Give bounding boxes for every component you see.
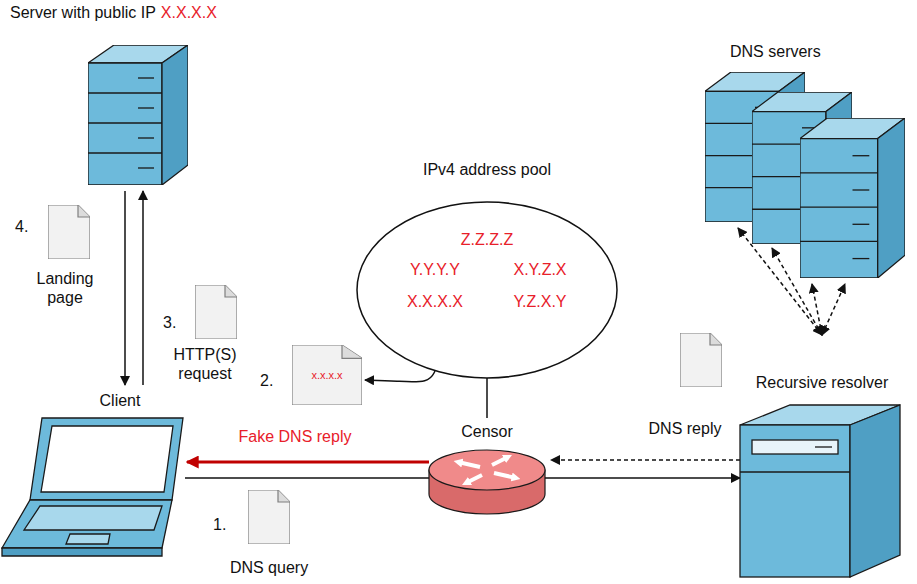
fake-reply-arrow [187, 461, 429, 464]
document-node: DNS reply [680, 333, 722, 387]
document-node: 1.DNS query [248, 490, 290, 544]
node-label: 3. [163, 313, 176, 332]
node-label: DNS reply [649, 419, 722, 438]
node-label: DNS query [230, 558, 308, 577]
document-icon [195, 285, 237, 339]
router-icon [429, 450, 545, 514]
resolver-node: Recursive resolver [740, 405, 900, 577]
node-label: Censor [461, 422, 513, 441]
node-label: Recursive resolver [756, 373, 888, 392]
flow-arrow [142, 191, 144, 385]
flow-arrow [486, 378, 488, 418]
laptop-icon [2, 418, 183, 556]
ip-address: Y.Z.X.Y [513, 292, 566, 311]
address-pool: IPv4 address poolZ.Z.Z.ZY.Y.Y.YX.Y.Z.XX.… [357, 202, 617, 378]
flow-arrow [124, 191, 126, 385]
censor-node: Censor [429, 448, 545, 514]
ip-address: X.X.X.X [161, 3, 217, 22]
document-icon [48, 205, 90, 259]
ip-address: Y.Y.Y.Y [410, 260, 460, 279]
node-label: HTTP(S) request [167, 345, 243, 383]
node-label: 4. [15, 217, 28, 236]
edge-label: Fake DNS reply [237, 427, 354, 446]
ip-address: x.x.x.x [311, 369, 342, 382]
address-pool-ellipse [357, 202, 617, 378]
server-icon [88, 45, 188, 185]
ip-address: X.X.X.X [407, 292, 463, 311]
document-icon [680, 333, 722, 387]
document-node: 3.HTTP(S) request [195, 285, 237, 339]
node-label: Landing page [25, 269, 105, 307]
node-label: Server with public IP [10, 3, 156, 22]
ip-address: X.Y.Z.X [513, 260, 566, 279]
ip-address: Z.Z.Z.Z [461, 230, 513, 249]
node-label: DNS servers [730, 42, 821, 61]
server-node: Server with public IPX.X.X.X [88, 45, 188, 185]
node-label: Client [100, 391, 141, 410]
flow-arrow [365, 371, 435, 382]
dns-arrow [822, 284, 845, 335]
dns-arrow [812, 284, 822, 335]
client-node: Client [0, 415, 185, 565]
node-label: IPv4 address pool [423, 160, 551, 179]
resolver-icon [740, 405, 900, 577]
document-icon [248, 490, 290, 544]
document-node: 4.Landing page [48, 205, 90, 259]
dns-servers-icon [705, 72, 905, 278]
node-label: 1. [213, 515, 226, 534]
dns-arrow [551, 459, 740, 461]
dns-servers-node: DNS servers [705, 70, 905, 280]
document-node: 2.x.x.x.x [292, 345, 362, 405]
document-icon [292, 345, 362, 405]
node-label: 2. [260, 371, 273, 390]
